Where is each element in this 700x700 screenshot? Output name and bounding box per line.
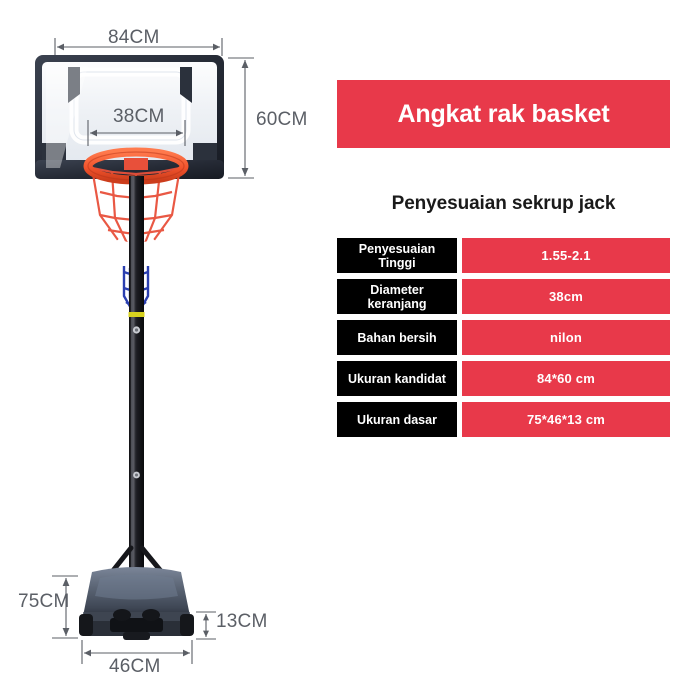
table-row: Ukuran kandidat 84*60 cm bbox=[337, 361, 670, 396]
height-adjustment-band bbox=[128, 312, 145, 317]
title-banner-text: Angkat rak basket bbox=[397, 99, 610, 128]
specification-table: Penyesuaian Tinggi 1.55-2.1 Diameter ker… bbox=[337, 238, 670, 443]
dimension-38cm bbox=[87, 120, 186, 146]
dimension-label-backboard-height: 60CM bbox=[256, 109, 308, 130]
table-row: Ukuran dasar 75*46*13 cm bbox=[337, 402, 670, 437]
subtitle-text: Penyesuaian sekrup jack bbox=[391, 193, 616, 214]
spec-key-basket-diameter: Diameter keranjang bbox=[337, 279, 457, 314]
weighted-base bbox=[79, 567, 194, 640]
dimension-60cm bbox=[228, 57, 254, 179]
support-pole bbox=[128, 176, 145, 570]
dimension-label-base-thickness: 13CM bbox=[216, 611, 268, 632]
spec-key-board-size: Ukuran kandidat bbox=[337, 361, 457, 396]
spec-key-base-size: Ukuran dasar bbox=[337, 402, 457, 437]
dimension-label-base-width: 46CM bbox=[109, 656, 161, 677]
table-row: Diameter keranjang 38cm bbox=[337, 279, 670, 314]
dimension-75cm bbox=[52, 575, 78, 639]
info-panel: Angkat rak basket Penyesuaian sekrup jac… bbox=[337, 0, 677, 700]
spec-value-net-material: nilon bbox=[462, 320, 670, 355]
spec-key-net-material: Bahan bersih bbox=[337, 320, 457, 355]
product-illustration: 84CM 60CM 38CM 75CM 13CM 46CM bbox=[0, 0, 320, 700]
dimension-label-rim-diameter: 38CM bbox=[113, 106, 165, 127]
spec-value-basket-diameter: 38cm bbox=[462, 279, 670, 314]
dimension-84cm bbox=[54, 38, 223, 56]
dimension-13cm bbox=[196, 611, 216, 640]
spec-value-board-size: 84*60 cm bbox=[462, 361, 670, 396]
dimension-46cm bbox=[81, 640, 193, 664]
dimension-label-backboard-width: 84CM bbox=[108, 27, 160, 48]
dimension-label-base-height: 75CM bbox=[18, 591, 70, 612]
table-row: Penyesuaian Tinggi 1.55-2.1 bbox=[337, 238, 670, 273]
table-row: Bahan bersih nilon bbox=[337, 320, 670, 355]
spec-value-base-size: 75*46*13 cm bbox=[462, 402, 670, 437]
base-wheel-right bbox=[180, 614, 194, 636]
spec-key-height-adjustment: Penyesuaian Tinggi bbox=[337, 238, 457, 273]
spec-value-height-adjustment: 1.55-2.1 bbox=[462, 238, 670, 273]
title-banner: Angkat rak basket bbox=[337, 80, 670, 148]
basketball-stand-drawing bbox=[35, 38, 254, 664]
base-wheel-left bbox=[79, 614, 93, 636]
